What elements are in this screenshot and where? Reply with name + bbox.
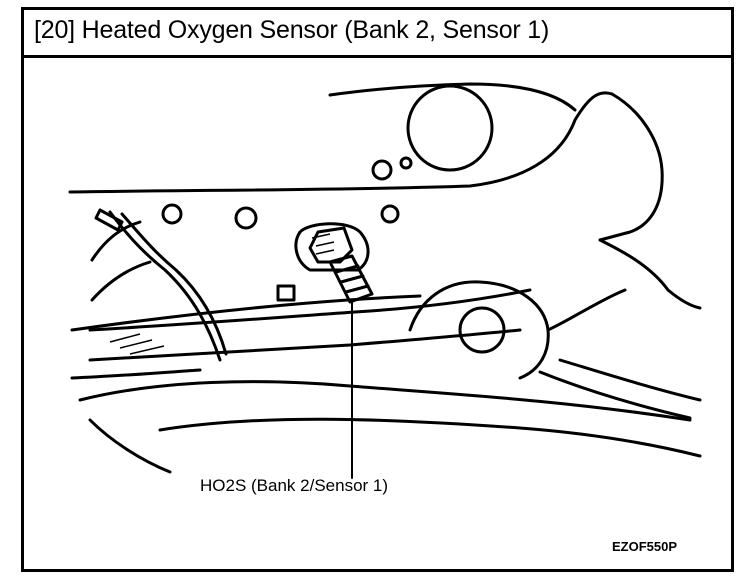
left-bracket-lower bbox=[90, 260, 152, 302]
sensor-thread-1 bbox=[334, 264, 360, 274]
sensor-body bbox=[328, 254, 374, 304]
bolt-hole-upper bbox=[371, 159, 393, 181]
crossmember-upper bbox=[70, 294, 422, 332]
bolt-1 bbox=[161, 203, 183, 225]
exhaust-pipe-upper bbox=[88, 288, 532, 332]
sensor-hex bbox=[308, 226, 354, 264]
cable-connector bbox=[94, 208, 124, 232]
left-bracket bbox=[90, 220, 142, 262]
bolt-small bbox=[276, 284, 296, 302]
bracket-lower-right bbox=[408, 280, 550, 380]
frame-rail-right bbox=[558, 358, 702, 402]
sensor-cable-inner bbox=[120, 212, 228, 356]
sensor-thread-2 bbox=[339, 274, 365, 284]
exhaust-pipe-lower bbox=[88, 328, 522, 362]
figure-code: EZOF550P bbox=[612, 539, 678, 554]
floor-panel bbox=[78, 380, 692, 422]
engine-block-outline bbox=[68, 91, 614, 194]
bracket-right-edge bbox=[598, 238, 670, 292]
sensor-thread-3 bbox=[344, 284, 370, 294]
engine-block-upper-edge bbox=[328, 82, 577, 112]
frame-rail-right-lower bbox=[538, 370, 692, 420]
sensor-callout-label: HO2S (Bank 2/Sensor 1) bbox=[200, 476, 389, 495]
floor-panel-edge bbox=[88, 418, 172, 474]
bracket-lower-hole bbox=[458, 306, 506, 354]
floor-panel-lower bbox=[158, 417, 702, 458]
bolt-hole-upper-right bbox=[399, 156, 413, 170]
bolt-2 bbox=[234, 206, 258, 230]
title-bar: [20] Heated Oxygen Sensor (Bank 2, Senso… bbox=[24, 10, 731, 58]
crossmember-lower bbox=[70, 368, 202, 380]
bracket-right-lower bbox=[666, 288, 702, 310]
sensor-cable-outer bbox=[108, 210, 222, 362]
mount-hole-large bbox=[406, 84, 494, 172]
sensor-mount-boss bbox=[294, 222, 370, 272]
bracket-top-right bbox=[598, 92, 664, 242]
figure-frame: [20] Heated Oxygen Sensor (Bank 2, Senso… bbox=[21, 7, 734, 572]
bracket-flange bbox=[546, 288, 627, 332]
page-title: [20] Heated Oxygen Sensor (Bank 2, Senso… bbox=[34, 16, 550, 44]
bolt-3 bbox=[380, 204, 400, 224]
